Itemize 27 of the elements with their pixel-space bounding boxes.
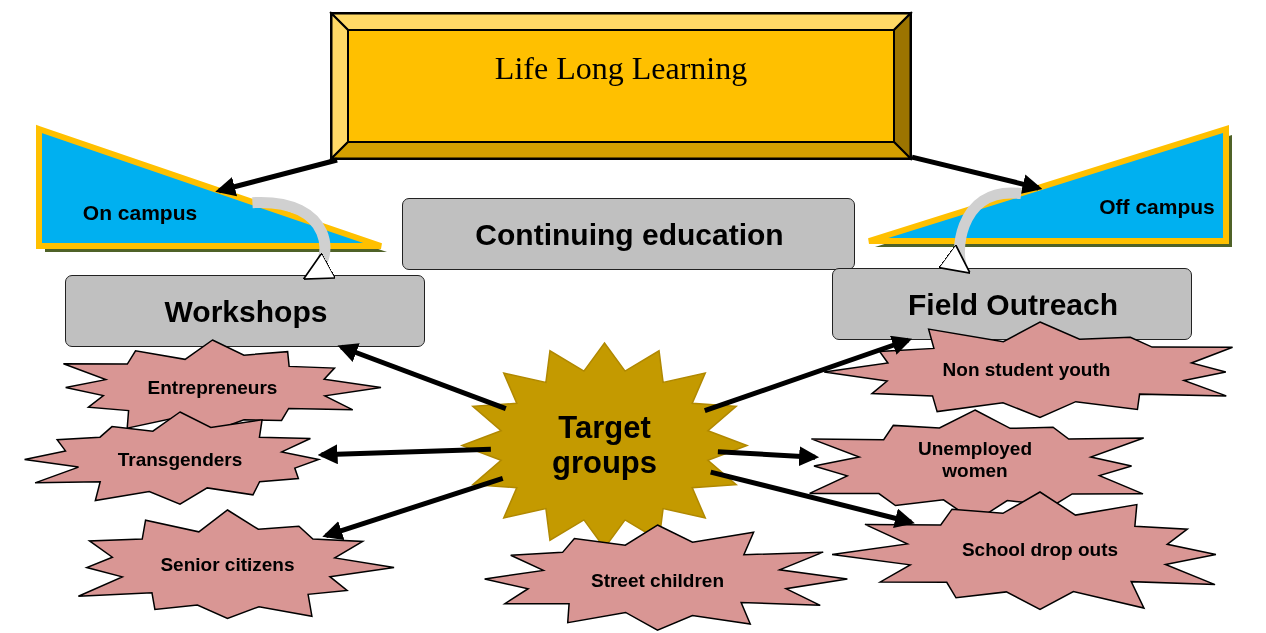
- node-label: Field Outreach: [906, 287, 1119, 323]
- process-box: [402, 198, 855, 270]
- node-label: School drop outs: [960, 538, 1120, 561]
- node-label: Unemployed women: [917, 438, 1033, 483]
- node-label: Street children: [589, 570, 725, 593]
- node-label: Workshops: [163, 294, 329, 330]
- process-box: [65, 275, 425, 347]
- node-label: Transgenders: [116, 448, 244, 471]
- arrow: [337, 343, 507, 411]
- curved-arrow: [939, 187, 1022, 277]
- node-label: Life Long Learning: [493, 49, 749, 87]
- arrow: [317, 444, 491, 465]
- arrow: [322, 476, 504, 541]
- node-label: Entrepreneurs: [146, 376, 279, 399]
- arrow: [717, 446, 820, 467]
- arrow: [704, 335, 913, 414]
- node-label: Senior citizens: [159, 554, 296, 577]
- process-box: [832, 268, 1192, 340]
- curved-arrow: [252, 197, 337, 282]
- node-label: On campus: [81, 200, 199, 225]
- arrow: [911, 154, 1043, 194]
- arrow: [215, 157, 338, 197]
- arrow: [710, 469, 915, 529]
- node-label: Continuing education: [474, 217, 785, 253]
- node-label: Target groups: [550, 409, 659, 482]
- node-label: Non student youth: [941, 359, 1112, 381]
- node-label: Off campus: [1098, 194, 1216, 219]
